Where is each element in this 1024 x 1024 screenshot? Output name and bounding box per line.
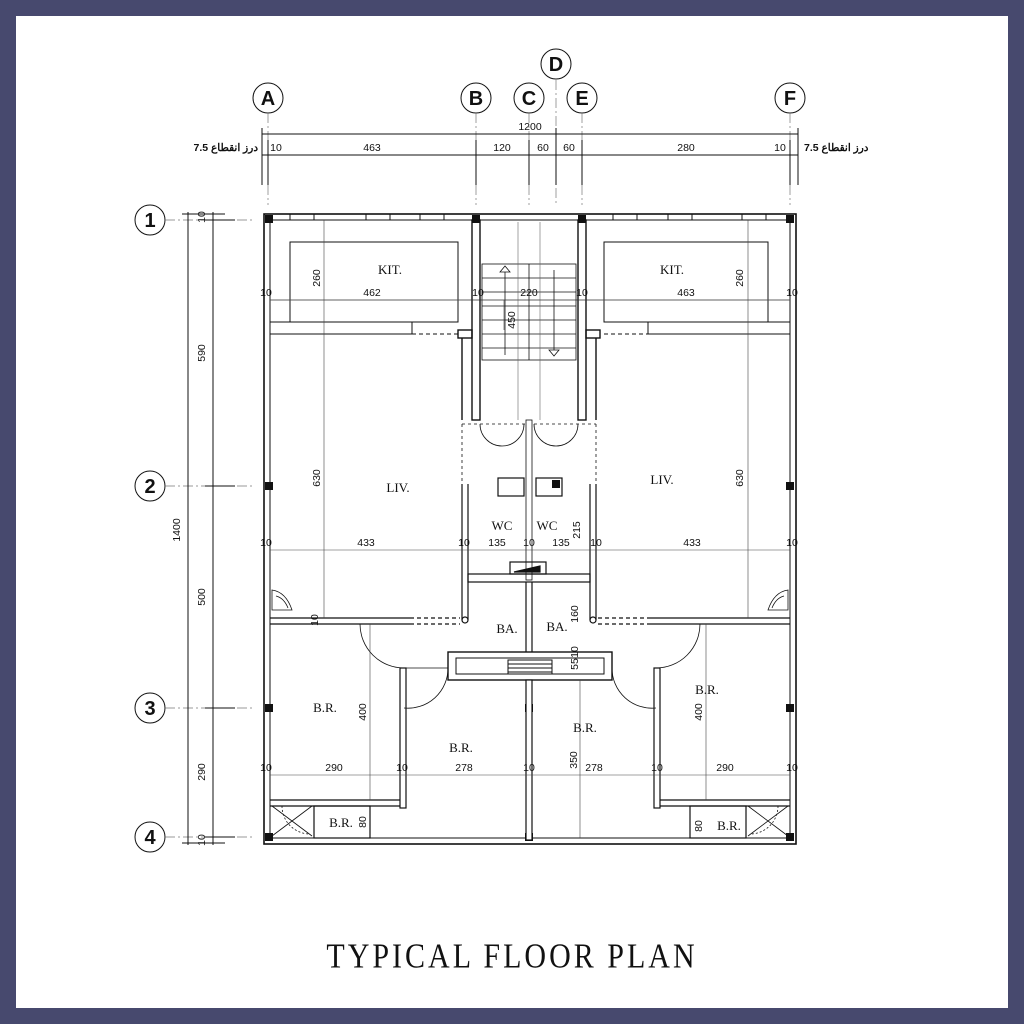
dim-liv-3: 10 (458, 537, 470, 549)
dim-br-8: 290 (716, 762, 734, 774)
dim-kit-7: 10 (786, 287, 798, 299)
dim-br-5: 10 (523, 762, 535, 774)
corner-ornaments (271, 589, 789, 611)
dim-left-seg-3: 500 (196, 588, 208, 606)
inner-dimension-lines (270, 220, 790, 838)
joint-note-left: 7.5 درز انقطاع (194, 142, 259, 154)
dim-left-seg-4: 290 (196, 763, 208, 781)
dim-liv-1: 10 (260, 537, 272, 549)
grid-lines (165, 80, 791, 838)
dim-kit-height-right: 260 (734, 269, 746, 287)
dim-liv-8: 433 (683, 537, 701, 549)
room-bedroom-center-left: B.R. (449, 740, 473, 755)
joint-note-right: 7.5 درز انقطاع (804, 142, 869, 154)
room-wc-right: WC (537, 518, 558, 533)
dim-top-seg-4: 60 (537, 142, 549, 154)
dim-total-height: 1400 (171, 518, 183, 542)
dim-liv-7: 10 (590, 537, 602, 549)
dim-kit-6: 463 (677, 287, 695, 299)
dim-top-seg-2: 463 (363, 142, 381, 154)
entrance-doors (461, 419, 597, 581)
room-small-bedroom-right: B.R. (717, 818, 741, 833)
room-wc-left: WC (492, 518, 513, 533)
room-bath-left: BA. (496, 621, 517, 636)
dim-liv-height-right: 630 (734, 469, 746, 487)
grid-label-c: C (522, 88, 536, 110)
dim-top-seg-5: 60 (563, 142, 575, 154)
dim-left-seg-5: 10 (196, 834, 208, 846)
dim-wc-height: 215 (571, 521, 583, 539)
dim-br-3: 10 (396, 762, 408, 774)
dim-total-width: 1200 (518, 121, 542, 133)
dim-kit-3: 10 (472, 287, 484, 299)
dim-liv-6: 135 (552, 537, 570, 549)
dim-liv-9: 10 (786, 537, 798, 549)
dim-kit-4: 220 (520, 287, 538, 299)
bedroom-doors (271, 623, 789, 837)
dim-br-4: 278 (455, 762, 473, 774)
grid-bubble-d (540, 48, 572, 80)
drawing-title: TYPICAL FLOOR PLAN (326, 937, 698, 976)
shaft-block (447, 651, 613, 841)
dim-small-br-left: 80 (357, 816, 369, 828)
dim-liv-height-left: 630 (311, 469, 323, 487)
dim-shaft-b: 10 (569, 646, 581, 658)
grid-label-1: 1 (144, 210, 155, 232)
dim-small-br-right: 80 (693, 820, 705, 832)
grid-label-d: D (549, 54, 563, 76)
room-kitchen-right: KIT. (660, 262, 684, 277)
room-bedroom-right: B.R. (695, 682, 719, 697)
dim-top-seg-1: 10 (270, 142, 282, 154)
kitchen-counters (270, 241, 790, 335)
room-living-right: LIV. (650, 472, 673, 487)
grid-label-2: 2 (144, 476, 155, 498)
grid-label-f: F (784, 88, 796, 110)
dim-kit-1: 10 (260, 287, 272, 299)
dim-liv-2: 433 (357, 537, 375, 549)
dim-br-2: 290 (325, 762, 343, 774)
room-kitchen-left: KIT. (378, 262, 402, 277)
staircase (481, 222, 577, 420)
dim-br-height-right: 400 (693, 703, 705, 721)
dim-ba-width: 160 (569, 605, 581, 623)
wet-core-walls (461, 477, 597, 652)
dim-br-9: 10 (786, 762, 798, 774)
dim-br-1: 10 (260, 762, 272, 774)
dim-kit-2: 462 (363, 287, 381, 299)
dim-left-seg-1: 10 (196, 211, 208, 223)
grid-label-a: A (261, 88, 275, 110)
dim-br-7: 10 (651, 762, 663, 774)
dim-kit-height-left: 260 (311, 269, 323, 287)
grid-label-3: 3 (144, 698, 155, 720)
dim-liv-4: 135 (488, 537, 506, 549)
room-living-left: LIV. (386, 480, 409, 495)
dim-top-seg-3: 120 (493, 142, 511, 154)
grid-label-b: B (469, 88, 483, 110)
grid-label-4: 4 (144, 827, 156, 849)
stair-core-walls (457, 219, 601, 421)
drawing-sheet (16, 16, 1008, 1008)
top-dimension-lines (261, 128, 799, 185)
room-bedroom-left: B.R. (313, 700, 337, 715)
dim-br-center-height: 350 (568, 751, 580, 769)
dim-br-height-left: 400 (357, 703, 369, 721)
room-small-bedroom-left: B.R. (329, 815, 353, 830)
dim-left-seg-2: 590 (196, 344, 208, 362)
grid-bubbles-rows (134, 204, 166, 853)
dim-kit-5: 10 (576, 287, 588, 299)
room-bath-right: BA. (546, 619, 567, 634)
dim-shaft: 55 (569, 658, 581, 670)
dim-top-seg-6: 280 (677, 142, 695, 154)
dim-liv-5: 10 (523, 537, 535, 549)
room-bedroom-center-right: B.R. (573, 720, 597, 735)
top-windows (289, 213, 767, 221)
dim-wall-tag-left: 10 (309, 614, 321, 626)
dim-top-seg-7: 10 (774, 142, 786, 154)
dim-br-6: 278 (585, 762, 603, 774)
grid-label-e: E (575, 88, 588, 110)
left-dimension-lines (182, 212, 235, 845)
dim-stair-length: 450 (506, 311, 518, 329)
